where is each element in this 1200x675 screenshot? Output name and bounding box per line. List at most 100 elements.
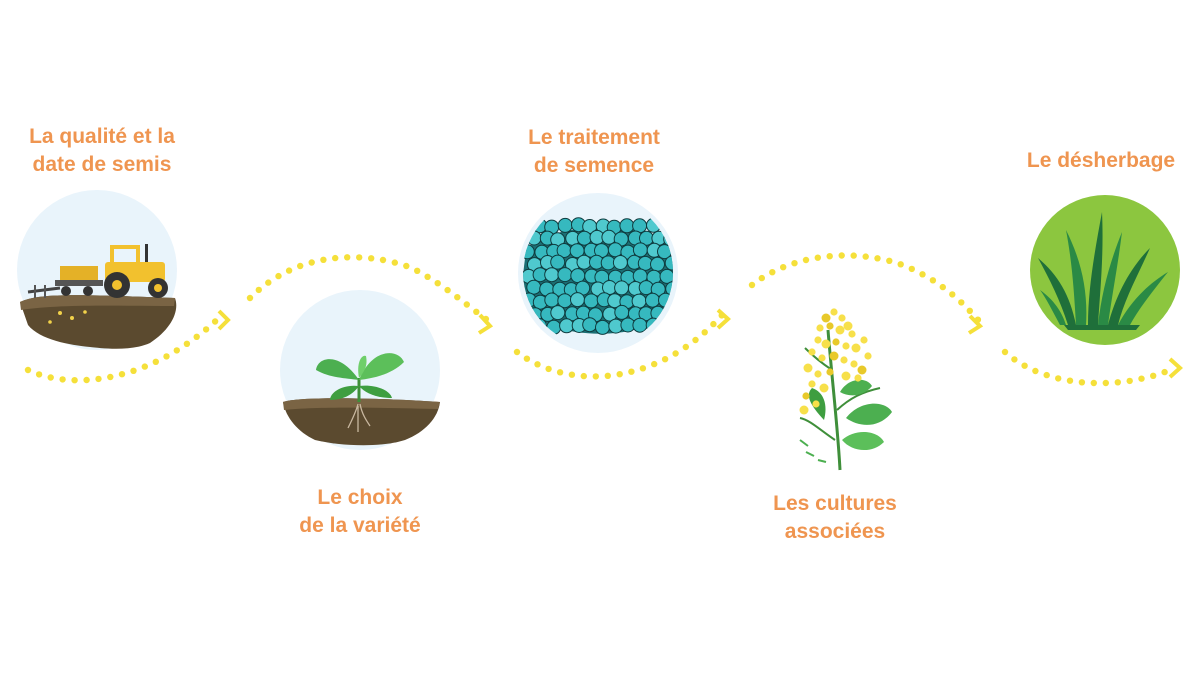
flower-bud — [841, 371, 851, 381]
flower-bud — [826, 322, 834, 330]
seed-dot — [614, 280, 630, 296]
path-dot — [463, 301, 470, 308]
flowering-plant-icon — [799, 308, 892, 471]
step-4-label-line-1: Les cultures — [773, 492, 897, 515]
seed-dot — [570, 292, 585, 308]
flower-bud — [816, 324, 824, 332]
path-dot — [118, 371, 126, 378]
path-dot — [379, 256, 387, 264]
path-dot — [211, 318, 219, 325]
path-dot — [403, 262, 410, 270]
path-dot — [769, 269, 776, 276]
seed-dot — [544, 267, 560, 283]
path-dot — [183, 340, 191, 347]
step-4-illustration — [799, 308, 892, 471]
seed-dot — [632, 242, 648, 258]
arrow-icon — [716, 308, 731, 330]
path-dot — [163, 353, 170, 360]
path-dot — [580, 372, 587, 380]
flower-bud — [819, 383, 829, 393]
flower-bud — [814, 370, 822, 378]
path-dot — [275, 272, 282, 280]
seed-dot — [550, 305, 566, 321]
path-dot — [886, 257, 893, 264]
flower-bud — [840, 356, 848, 364]
path-dot — [1021, 362, 1028, 369]
flower-bud — [821, 313, 831, 323]
path-dot — [285, 267, 293, 274]
step-4-label-line-2: associées — [784, 520, 886, 543]
path-dot — [701, 329, 708, 336]
path-dot — [672, 350, 679, 357]
path-dot — [592, 373, 599, 380]
tractor-icon — [20, 244, 177, 349]
path-dot — [368, 255, 375, 262]
step-2-illustration — [280, 290, 440, 450]
flower-bud — [835, 325, 845, 335]
path-dot — [949, 291, 956, 298]
flower-bud — [854, 374, 862, 382]
path-dot — [692, 336, 699, 344]
path-dot — [1001, 348, 1009, 356]
seed-dot — [550, 254, 566, 270]
path-dot — [545, 365, 552, 373]
path-dot — [534, 361, 541, 368]
flower-bud — [821, 339, 831, 349]
seed-dot — [601, 229, 617, 245]
flower-bud — [814, 336, 822, 344]
seeds-icon — [523, 217, 673, 335]
flower-bud — [808, 380, 816, 388]
path-dot — [639, 365, 647, 372]
seed-dot — [631, 293, 647, 309]
path-dot — [424, 273, 431, 280]
seed-dot — [614, 304, 630, 320]
flower-bud — [848, 330, 856, 338]
seed-dot — [523, 318, 536, 334]
path-dot — [814, 254, 821, 261]
path-dot — [95, 375, 102, 383]
flower-bud — [843, 321, 853, 331]
seed-dot — [582, 317, 598, 333]
step-4-label: Les cultures associées — [745, 490, 925, 546]
path-dot — [1011, 356, 1018, 363]
dotted-connector-5 — [1005, 352, 1175, 383]
arrow-icon — [217, 309, 231, 331]
path-dot — [47, 374, 54, 381]
path-dot — [297, 262, 304, 270]
path-dot — [344, 254, 351, 261]
flower-bud — [829, 351, 839, 361]
flower-bud — [802, 392, 810, 400]
flower-bud — [803, 363, 813, 373]
path-dot — [59, 376, 66, 383]
path-dot — [748, 281, 756, 289]
path-dot — [682, 343, 689, 351]
path-dot — [24, 366, 32, 374]
step-3-label-line-1: Le traitement — [528, 126, 660, 149]
path-dot — [1032, 367, 1039, 375]
path-dot — [1126, 377, 1133, 385]
path-dot — [791, 260, 798, 267]
step-3-illustration — [518, 193, 678, 353]
flower-bud — [832, 338, 840, 346]
path-dot — [616, 371, 623, 378]
seed-dot — [607, 242, 623, 258]
path-dot — [173, 347, 180, 354]
seed-dot — [559, 318, 575, 334]
path-dot — [152, 358, 159, 365]
path-dot — [604, 372, 611, 379]
path-dot — [1138, 375, 1145, 382]
flower-bud — [850, 360, 858, 368]
step-3-label-line-2: de semence — [533, 154, 655, 177]
path-dot — [130, 367, 137, 374]
arrow-icon — [1168, 357, 1183, 379]
dotted-path — [24, 252, 1183, 387]
flower-bud — [857, 365, 867, 375]
sprout-icon — [283, 353, 440, 446]
seed-dot — [632, 317, 648, 333]
flower-bud — [818, 354, 826, 362]
flower-bud — [799, 405, 809, 415]
path-dot — [473, 308, 480, 315]
flower-bud — [808, 348, 816, 356]
step-2-label-line-2: de la variété — [299, 514, 421, 537]
